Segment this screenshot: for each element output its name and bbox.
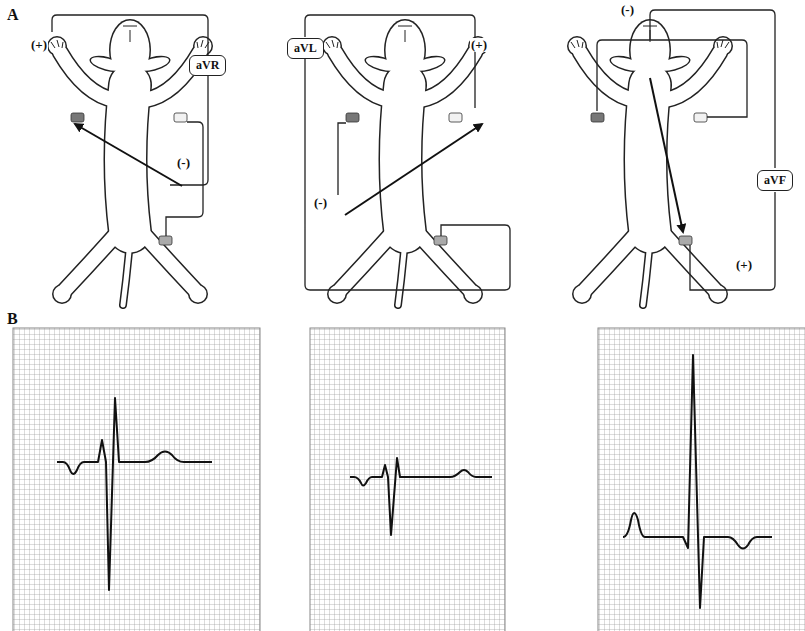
lead-name: aVL: [294, 41, 317, 56]
polarity-label: (+): [735, 258, 753, 272]
lead-name: aVF: [764, 173, 786, 188]
polarity-label: (-): [620, 3, 635, 17]
polarity-label: (+): [470, 38, 488, 52]
lead-name: aVR: [196, 58, 219, 73]
polarity-label: (+): [30, 38, 48, 52]
polarity-label: (-): [313, 196, 328, 210]
panel-letter: B: [6, 310, 19, 328]
lead-label-box: aVL: [287, 38, 324, 59]
lead-label-box: aVR: [189, 55, 226, 76]
lead-label-box: aVF: [757, 170, 793, 191]
panel-letter: A: [6, 6, 20, 24]
polarity-label: (-): [176, 156, 191, 170]
